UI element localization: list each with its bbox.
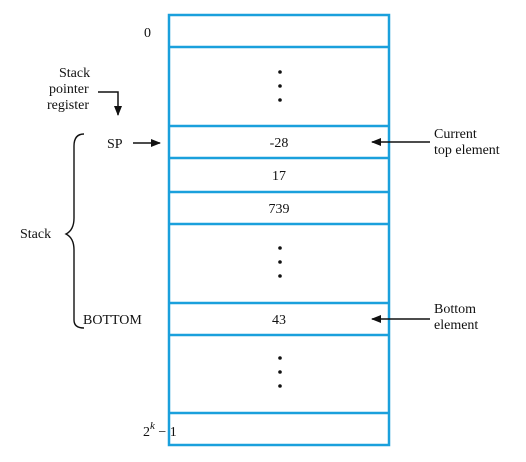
memory-outline — [167, 13, 391, 447]
current-top-line-1: Current — [434, 127, 477, 142]
stack-label: Stack — [20, 227, 51, 242]
register-arrow — [98, 91, 122, 116]
address-last-base: 2 — [143, 425, 150, 440]
ellipsis-dots — [278, 246, 282, 278]
spr-line-2: pointer — [49, 82, 89, 97]
spr-line-3: register — [47, 98, 89, 113]
spr-line-1: Stack — [59, 66, 90, 81]
stack-pointer-register-label: Stack pointer register — [47, 66, 90, 113]
memory-column: -28 17 739 43 — [167, 13, 391, 447]
ellipsis-dots — [278, 70, 282, 102]
cell-value-top: -28 — [270, 136, 289, 151]
bottom-element-line-1: Bottom — [434, 302, 476, 317]
address-last: 2k − 1 — [143, 420, 177, 440]
cell-value: 739 — [269, 202, 290, 217]
ellipsis-dots — [278, 356, 282, 388]
cell-value-bottom: 43 — [272, 313, 286, 328]
bottom-element-line-2: element — [434, 318, 478, 333]
stack-brace — [64, 133, 85, 329]
address-last-suffix: − 1 — [155, 425, 177, 440]
sp-label: SP — [107, 137, 123, 152]
cell-value: 17 — [272, 169, 286, 184]
address-last-exponent: k — [150, 420, 156, 432]
current-top-line-2: top element — [434, 143, 500, 158]
bottom-label: BOTTOM — [83, 313, 142, 328]
address-first: 0 — [144, 26, 151, 41]
